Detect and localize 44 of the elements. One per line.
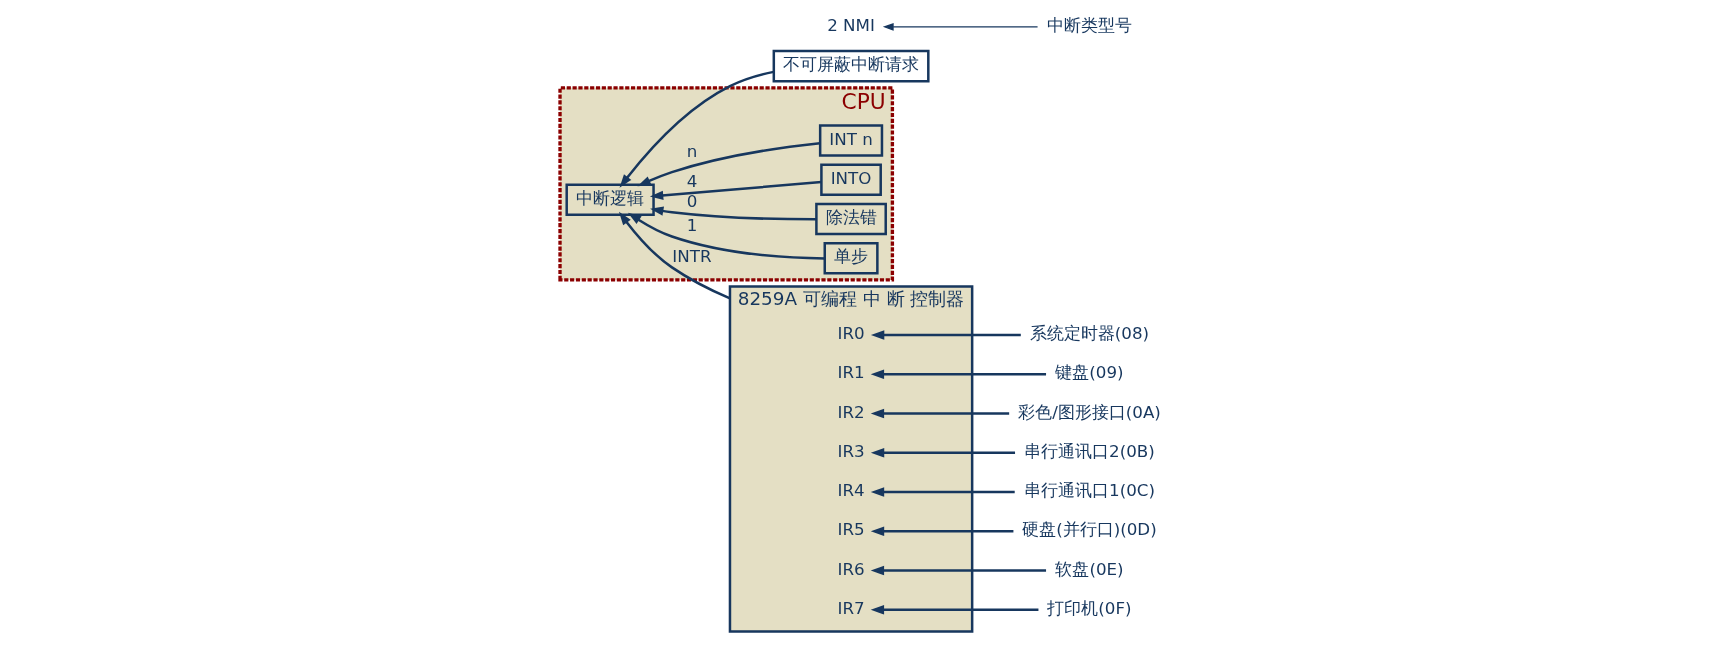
arrow [870, 408, 1010, 419]
node-text: 2 NMI [827, 15, 875, 36]
edge-label: INTR [672, 246, 712, 267]
node-text: 串行通讯口2(0B) [1024, 440, 1155, 461]
node-text: IR7 [837, 597, 865, 618]
arrow [619, 70, 774, 188]
arrow [618, 211, 731, 300]
node-text: 打印机(0F) [1047, 597, 1132, 618]
arrow [650, 206, 817, 221]
node-box: 单步 [823, 241, 879, 275]
arrow [870, 565, 1047, 576]
node-text: IR1 [837, 362, 865, 383]
node-box: INT n [818, 124, 884, 157]
arrow [882, 23, 1039, 31]
node-text: 软盘(0E) [1055, 558, 1124, 579]
node-text: 串行通讯口1(0C) [1024, 480, 1155, 501]
node-text: IR5 [837, 519, 865, 540]
node-box: 不可屏蔽中断请求 [772, 49, 930, 83]
arrow [870, 330, 1021, 340]
node-text: IR6 [837, 558, 865, 579]
node-box: 中断逻辑 [565, 183, 655, 216]
node-text: 彩色/图形接口(0A) [1018, 401, 1161, 422]
node-box: 除法错 [815, 202, 887, 236]
edge-label: 0 [686, 191, 698, 212]
edge-label: 1 [686, 215, 698, 236]
arrow [870, 369, 1047, 379]
edge-label: 4 [686, 171, 698, 192]
node-text: IR0 [837, 323, 865, 344]
arrow [870, 487, 1015, 497]
arrow [870, 526, 1014, 536]
edge-label: n [686, 141, 698, 162]
arrow [870, 448, 1016, 458]
arrow [637, 141, 821, 187]
arrow [870, 605, 1039, 615]
node-text: IR4 [837, 480, 865, 501]
node-text: 硬盘(并行口)(0D) [1022, 519, 1157, 540]
node-text: 键盘(09) [1055, 362, 1124, 383]
node-box: INTO [820, 163, 882, 196]
node-text: 系统定时器(08) [1029, 323, 1150, 344]
node-text: 中断类型号 [1046, 15, 1132, 36]
arrow [649, 180, 822, 201]
arrow [627, 212, 825, 260]
node-text: IR3 [837, 440, 865, 461]
node-text: IR2 [837, 401, 865, 422]
